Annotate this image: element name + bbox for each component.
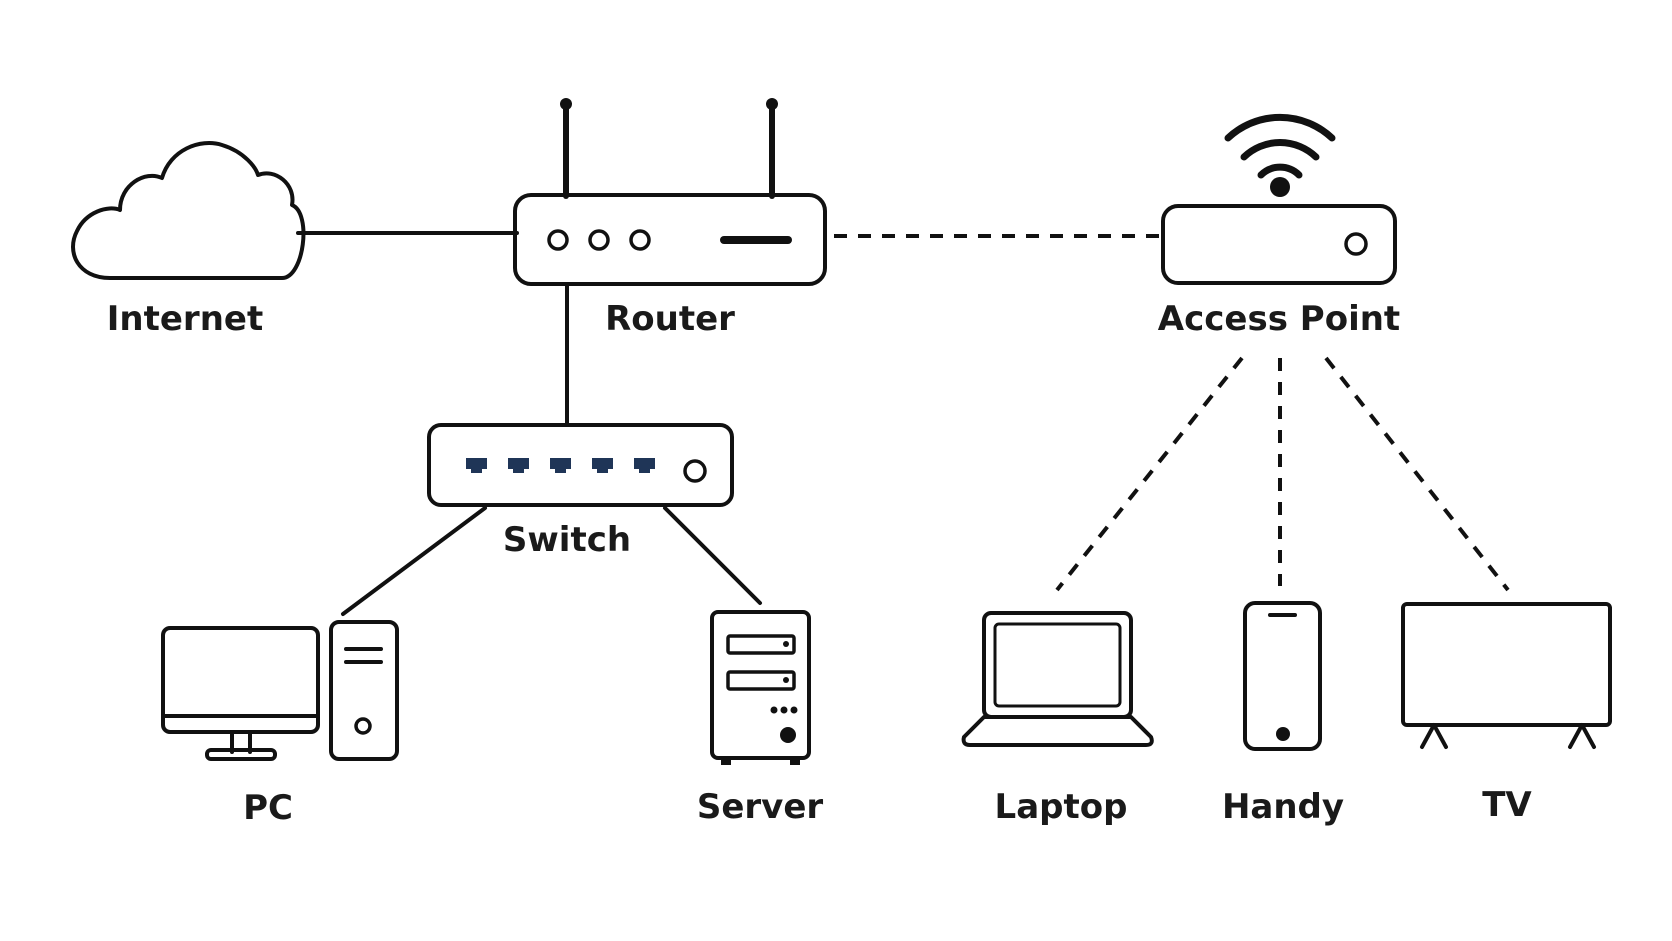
laptop-label: Laptop [995, 787, 1128, 827]
pc-label: PC [243, 788, 293, 828]
node-router[interactable]: Router [513, 98, 827, 339]
node-internet[interactable]: Internet [71, 141, 306, 339]
tv-leg-right [1568, 723, 1596, 749]
server-power-button [780, 727, 796, 743]
router-body [513, 193, 827, 286]
laptop-base [961, 715, 1154, 747]
tv-label: TV [1482, 785, 1532, 825]
laptop-lid [982, 611, 1133, 719]
laptop-screen [993, 622, 1122, 708]
ethernet-port-holes [466, 458, 655, 473]
link-switch-pc [341, 506, 487, 616]
links [296, 231, 1510, 616]
node-server[interactable]: Server [697, 610, 824, 827]
node-tv[interactable]: TV [1401, 602, 1612, 825]
access-point-body [1161, 204, 1397, 285]
switch-body [427, 423, 734, 507]
smartphone-icon [1243, 601, 1322, 751]
laptop-icon [961, 611, 1154, 747]
router-led-2 [588, 229, 610, 251]
switch-led [683, 459, 707, 483]
link-switch-server [663, 506, 762, 605]
cloud-icon [71, 141, 306, 280]
server-icon [710, 610, 811, 765]
access-point-led [1344, 232, 1368, 256]
pc-tower [329, 620, 399, 761]
server-label: Server [697, 787, 824, 827]
tv-leg-left [1420, 723, 1448, 749]
router-label: Router [605, 299, 735, 339]
router-led-3 [629, 229, 651, 251]
server-body [710, 610, 811, 760]
handy-home-button [1276, 727, 1290, 741]
router-antenna-right-tip [766, 98, 778, 110]
link-access-point-tv [1324, 356, 1510, 592]
node-laptop[interactable]: Laptop [961, 611, 1154, 827]
handy-body [1243, 601, 1322, 751]
node-handy[interactable]: Handy [1222, 601, 1344, 827]
handy-label: Handy [1222, 787, 1344, 827]
wifi-icon [1224, 113, 1336, 197]
link-access-point-laptop [1055, 356, 1244, 592]
switch-label: Switch [503, 520, 631, 560]
node-access-point[interactable]: Access Point [1158, 113, 1400, 339]
server-drive-1 [726, 634, 796, 655]
tv-icon [1401, 602, 1612, 749]
server-drive-2 [726, 670, 796, 691]
node-pc[interactable]: PC [161, 620, 399, 828]
tv-screen [1401, 602, 1612, 727]
desktop-pc-icon [161, 620, 399, 761]
router-antenna-left-tip [560, 98, 572, 110]
router-led-1 [547, 229, 569, 251]
switch-icon [427, 423, 734, 507]
pc-monitor [161, 626, 320, 734]
router-icon [513, 98, 827, 286]
node-switch[interactable]: Switch [427, 423, 734, 560]
internet-label: Internet [107, 299, 263, 339]
access-point-label: Access Point [1158, 299, 1400, 339]
access-point-icon [1161, 113, 1397, 285]
